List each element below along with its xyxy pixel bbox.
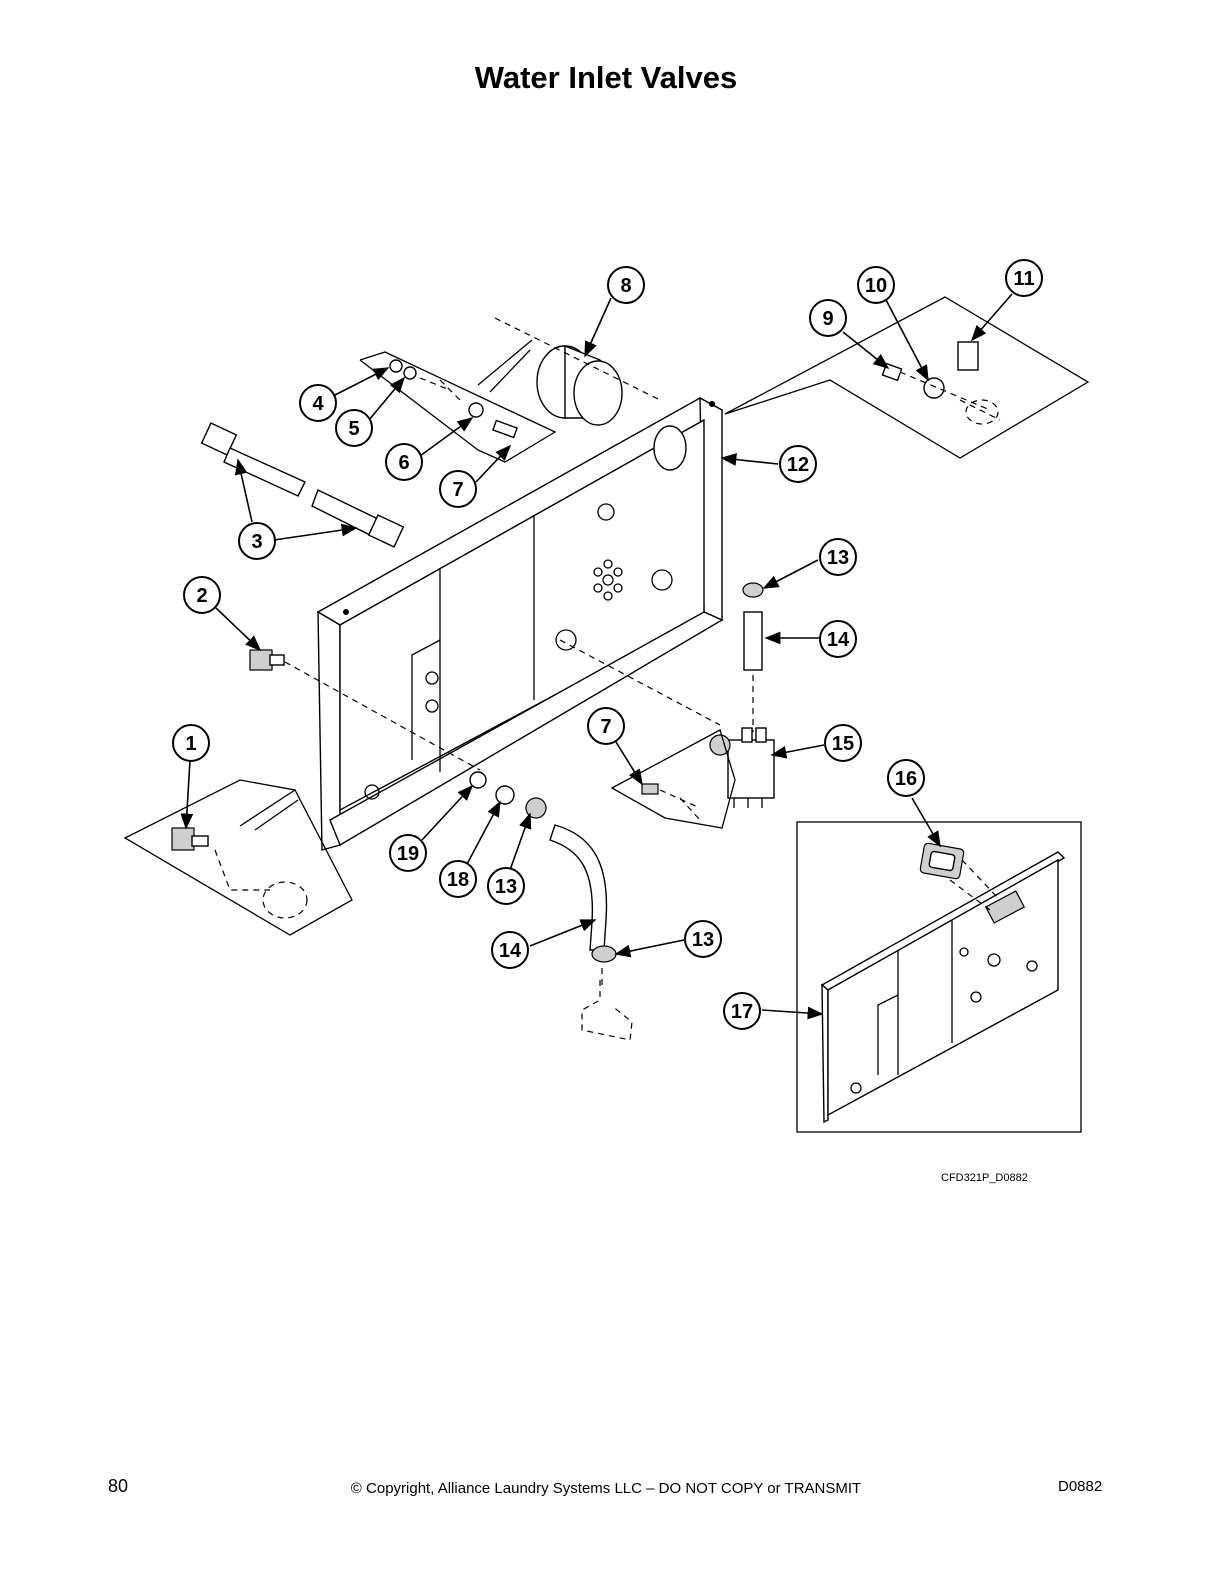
callout-3: 3 [238,522,276,560]
svg-text:3: 3 [251,531,262,553]
svg-text:7: 7 [452,479,463,501]
svg-text:8: 8 [620,275,631,297]
callout-4: 4 [299,384,337,422]
callout-13b: 13 [487,867,525,905]
svg-text:10: 10 [865,275,887,297]
svg-text:12: 12 [787,454,809,476]
svg-text:11: 11 [1013,268,1034,290]
callout-11: 11 [1005,259,1043,297]
svg-text:19: 19 [397,843,419,865]
vent-hole-cluster [593,559,623,601]
svg-text:13: 13 [692,929,714,951]
svg-text:7: 7 [600,716,611,738]
svg-text:1: 1 [185,733,196,755]
callout-16: 16 [887,759,925,797]
callout-1: 1 [172,724,210,762]
page-title: Water Inlet Valves [474,60,738,95]
callout-13a: 13 [819,538,857,576]
part-15-valve [709,727,775,808]
callout-12: 12 [779,445,817,483]
svg-text:14: 14 [827,629,850,651]
rear-panel [316,396,724,851]
callout-6: 6 [385,443,423,481]
figure-id: CFD321P_D0882 [941,1172,1028,1184]
callout-18: 18 [439,860,477,898]
svg-text:13: 13 [827,547,849,569]
callout-7b: 7 [587,707,625,745]
copyright-notice: © Copyright, Alliance Laundry Systems LL… [350,1480,862,1497]
callout-2: 2 [183,576,221,614]
callout-14a: 14 [819,620,857,658]
svg-text:16: 16 [895,768,917,790]
svg-text:6: 6 [398,452,409,474]
part-2-fitting [249,649,285,671]
svg-text:5: 5 [348,418,359,440]
callout-13c: 13 [684,920,722,958]
svg-text:9: 9 [822,308,833,330]
part-17-panel [820,851,1066,1124]
svg-text:14: 14 [499,940,522,962]
callout-19: 19 [389,834,427,872]
svg-text:2: 2 [196,585,207,607]
svg-text:13: 13 [495,876,517,898]
part-3-hose [200,422,405,548]
callout-14b: 14 [491,931,529,969]
page-number: 80 [108,1476,129,1496]
svg-text:18: 18 [447,869,469,891]
callout-15: 15 [824,724,862,762]
part-8-collar [536,344,623,426]
part-16-grommet [919,842,965,880]
callout-10: 10 [857,266,895,304]
callout-7a: 7 [439,470,477,508]
callout-9: 9 [809,299,847,337]
callout-17: 17 [723,992,761,1030]
svg-text:17: 17 [731,1001,753,1023]
callout-5: 5 [335,409,373,447]
svg-text:15: 15 [832,733,854,755]
svg-text:4: 4 [312,393,324,415]
callout-8: 8 [607,266,645,304]
document-code: D0882 [1058,1478,1103,1495]
